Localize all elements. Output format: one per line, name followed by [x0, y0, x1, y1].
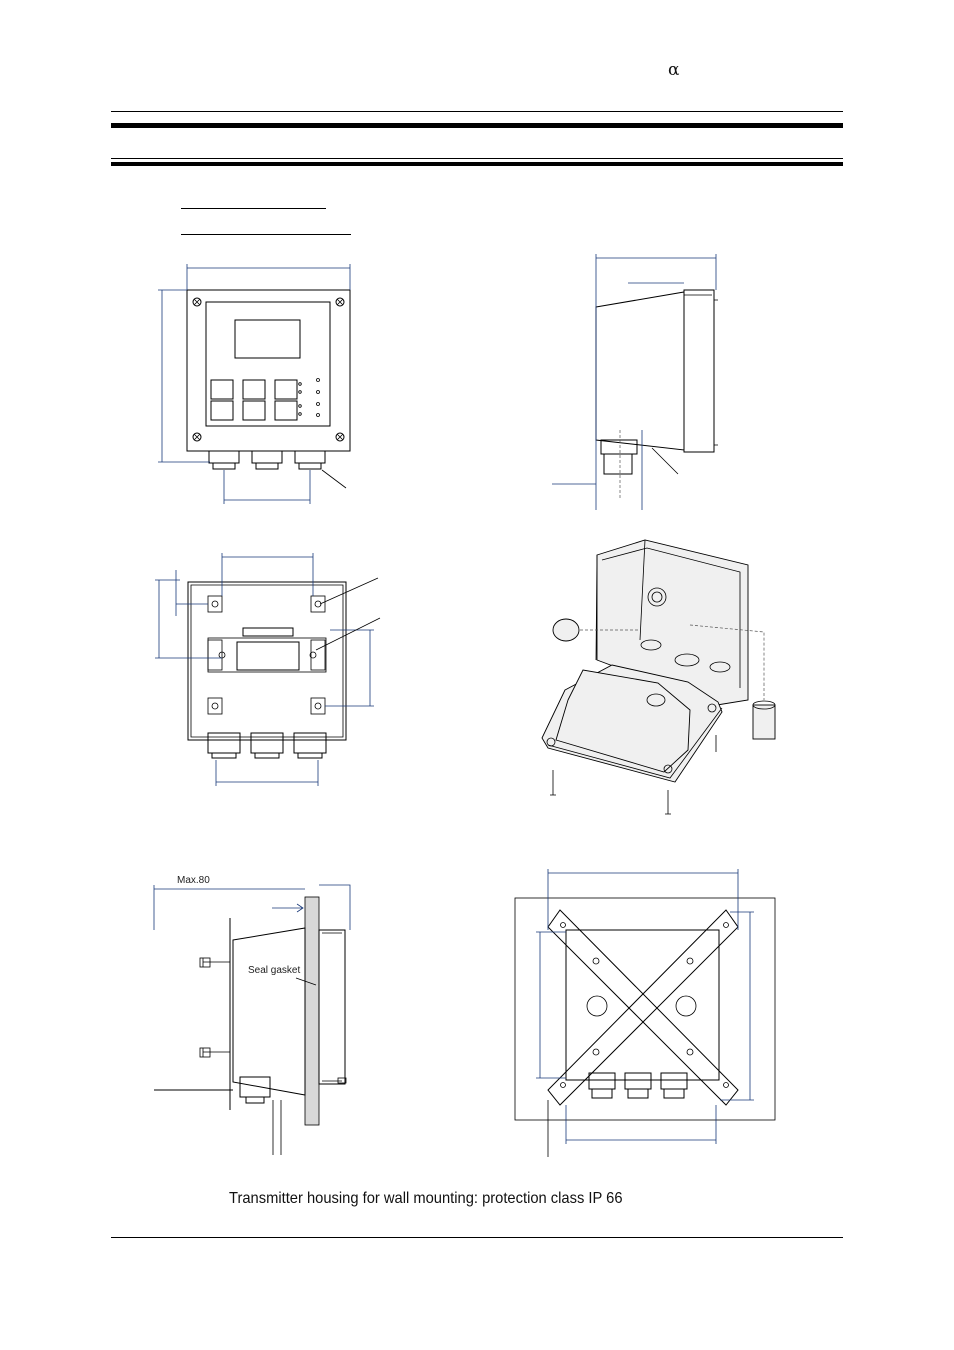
panel-mount-section-drawing [153, 884, 351, 1155]
header-alpha-symbol: α [668, 60, 680, 80]
footer-rule [111, 1237, 843, 1238]
rear-view-drawing [155, 553, 381, 786]
front-view-drawing [158, 264, 351, 504]
subheading-underline-1 [181, 208, 326, 209]
side-view-drawing [552, 254, 718, 510]
header-thick-rule [111, 123, 843, 128]
pipe-mount-drawing [514, 869, 776, 1157]
isometric-open-housing-drawing [541, 539, 776, 815]
subheading-underline-2 [181, 234, 351, 235]
header-thin-rule [111, 111, 843, 112]
section-thin-rule [111, 158, 843, 159]
max-depth-label: Max.80 [177, 875, 210, 886]
section-thick-rule [111, 162, 843, 166]
figure-caption: Transmitter housing for wall mounting: p… [229, 1190, 623, 1207]
seal-gasket-label: Seal gasket [248, 965, 301, 976]
